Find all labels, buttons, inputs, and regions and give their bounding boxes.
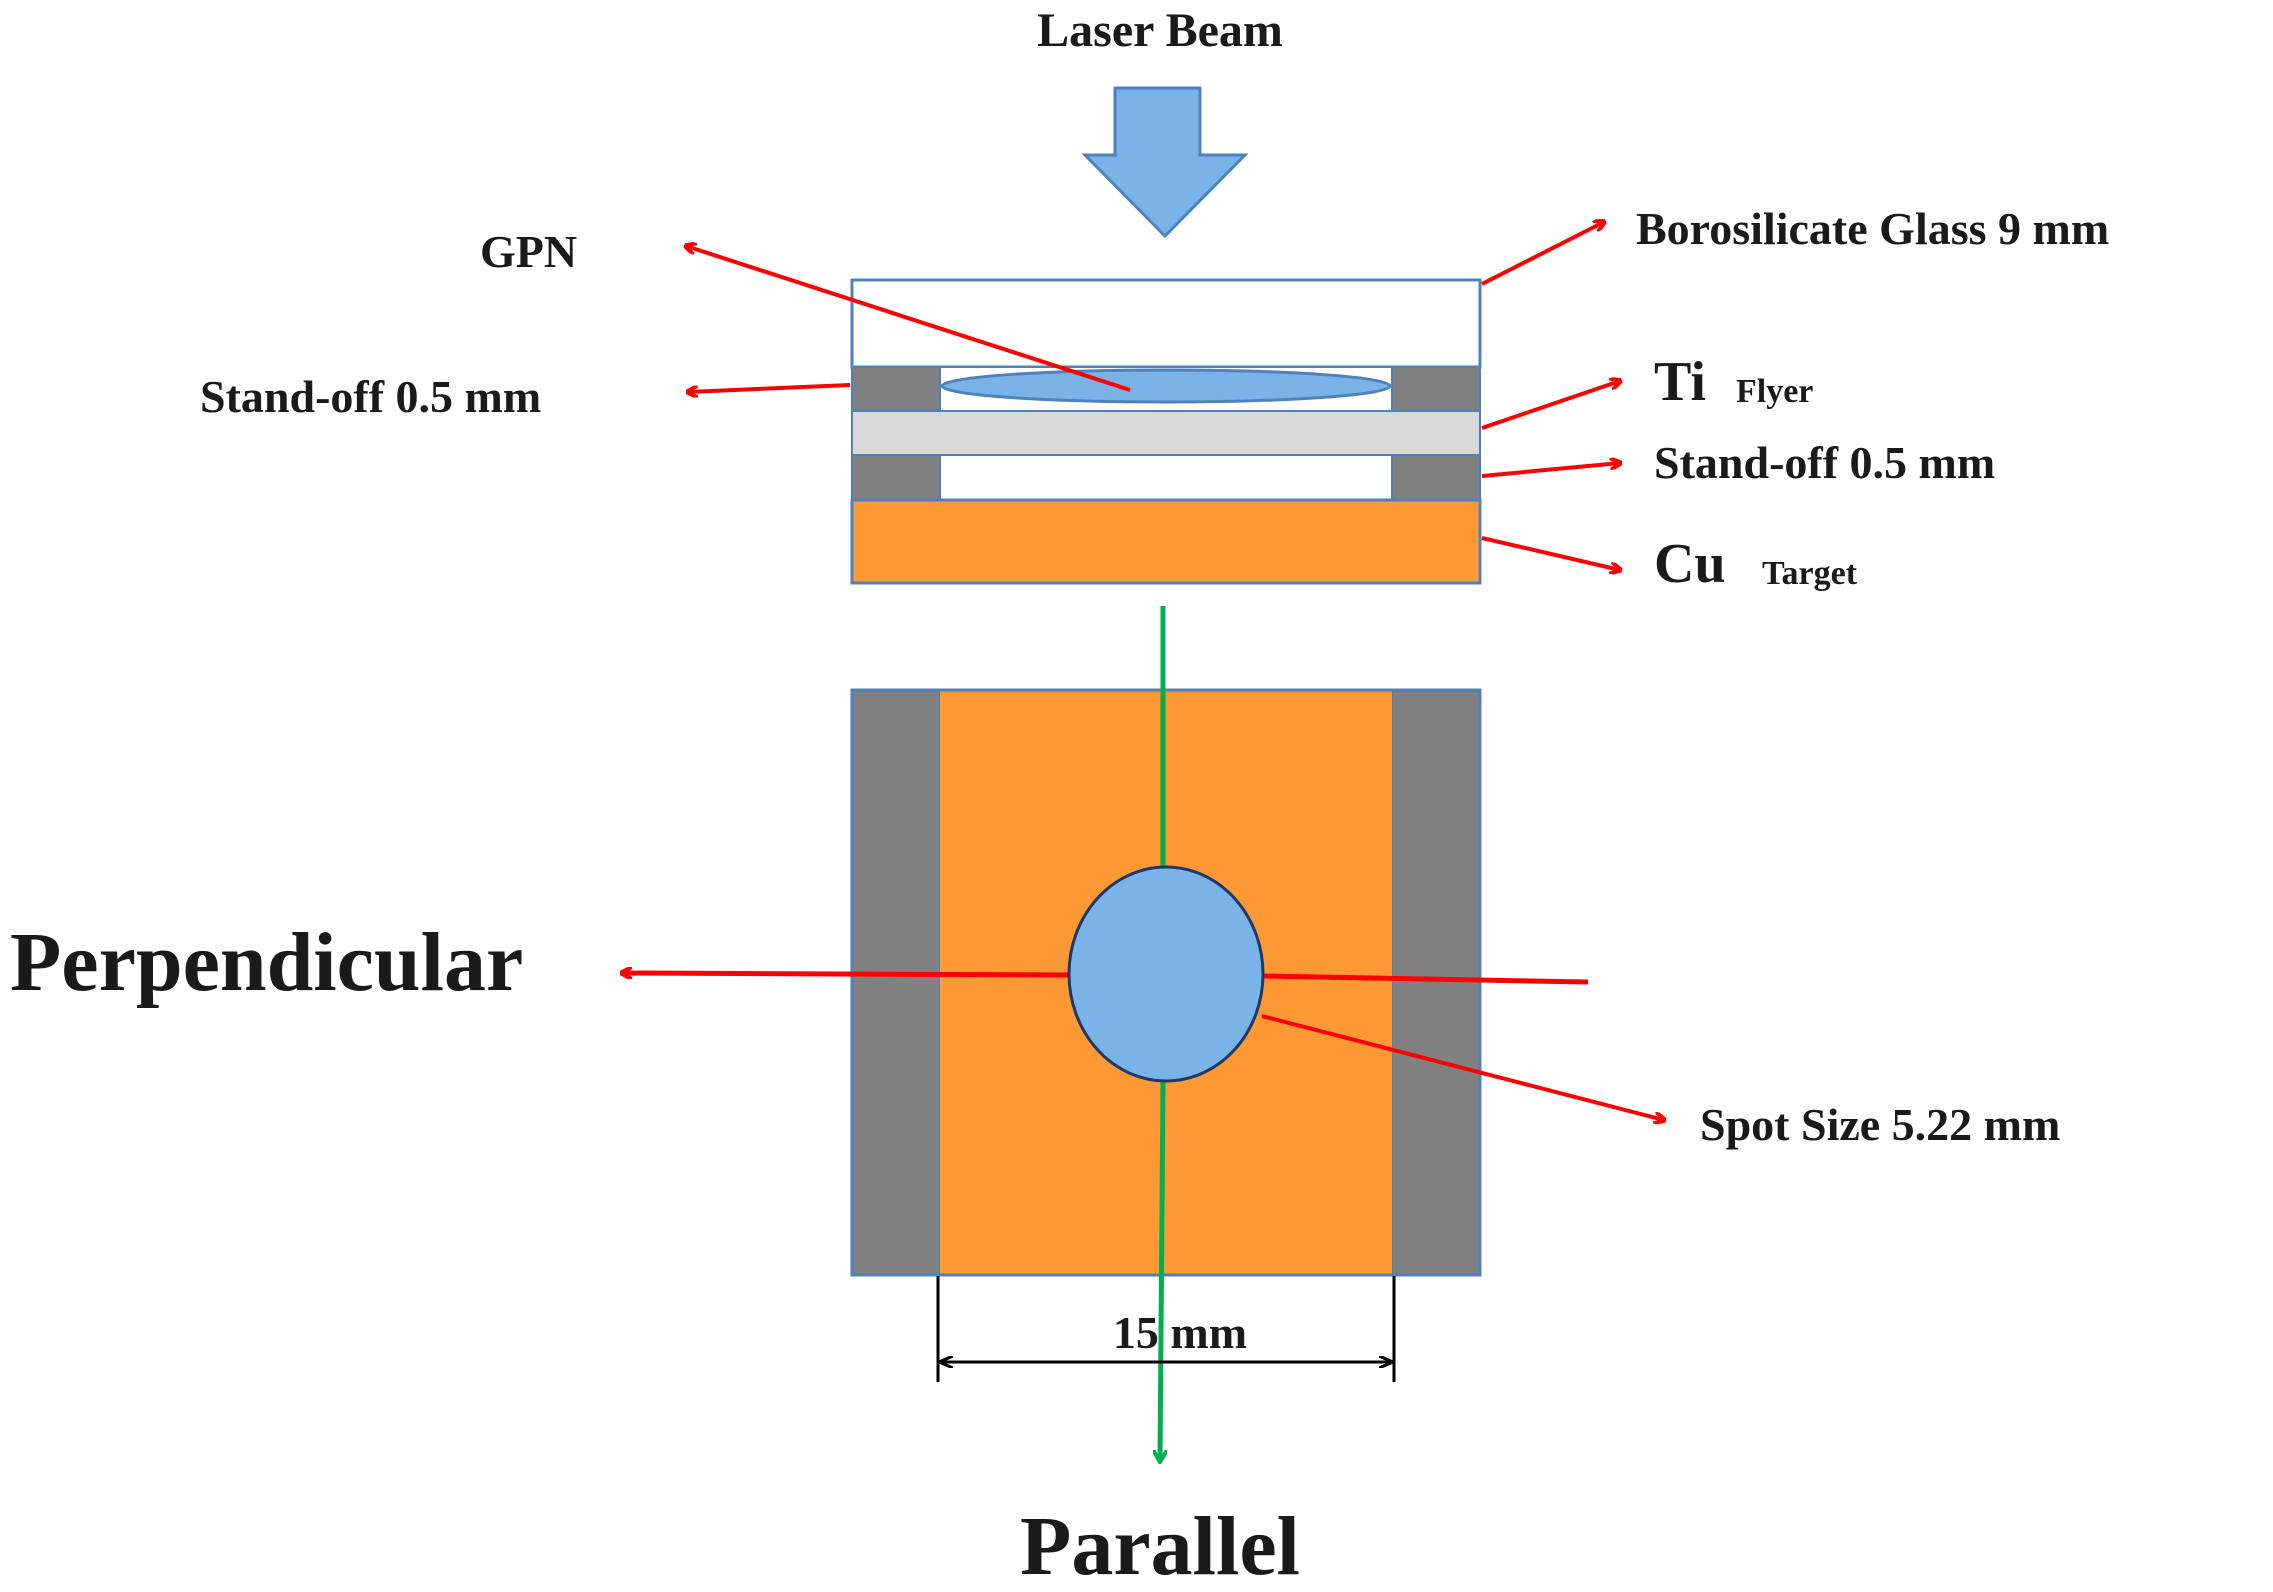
top-view-standoff-right <box>1391 689 1481 1276</box>
standoff-right-label: Stand-off 0.5 mm <box>1654 437 1995 488</box>
standoff-upper-left <box>851 366 941 412</box>
glass-label: Borosilicate Glass 9 mm <box>1636 203 2109 254</box>
cu-target-label: Cu Target <box>1654 533 1858 595</box>
standoff-lower-right <box>1391 454 1481 501</box>
standoff-lower-gap <box>939 454 1393 501</box>
spot-size-leader-arrow <box>1261 1014 1664 1120</box>
perpendicular-axis-left <box>622 973 1069 975</box>
standoff-left-label: Stand-off 0.5 mm <box>200 371 541 422</box>
laser-spot <box>1067 865 1265 1083</box>
glass-leader-arrow <box>1481 222 1604 286</box>
gpn-leader-arrow <box>686 246 1131 392</box>
standoff-lower-left <box>851 454 941 501</box>
gpn-ellipse <box>940 368 1392 404</box>
cu-leader-arrow <box>1481 536 1620 570</box>
perpendicular-label: Perpendicular <box>10 916 523 1009</box>
ti-label-sub: Flyer <box>1736 373 1813 410</box>
borosilicate-glass-layer <box>850 278 1482 369</box>
down-arrow-icon <box>1081 86 1249 239</box>
gpn-label: GPN <box>480 226 577 277</box>
standoff-left-leader-arrow <box>688 383 851 392</box>
parallel-label: Parallel <box>1020 1500 1300 1592</box>
parallel-axis-lower <box>1160 1081 1163 1462</box>
layer-stack <box>850 278 1482 585</box>
standoff-right-leader-arrow <box>1481 463 1620 478</box>
cu-target-layer <box>850 498 1482 585</box>
ti-flyer-label: Ti Flyer <box>1654 351 1813 413</box>
ti-label-main: Ti <box>1654 351 1706 413</box>
laser-beam-label: Laser Beam <box>1037 4 1283 57</box>
spot-size-label: Spot Size 5.22 mm <box>1700 1099 2060 1150</box>
perpendicular-axis-right <box>1263 973 1589 985</box>
cu-label-main: Cu <box>1654 533 1726 595</box>
standoff-upper-right <box>1391 366 1481 412</box>
ti-flyer-layer <box>851 410 1481 456</box>
cu-label-sub: Target <box>1762 555 1858 592</box>
top-view-standoff-left <box>851 689 941 1276</box>
ti-leader-arrow <box>1481 381 1620 430</box>
dimension-label: 15 mm <box>1113 1307 1247 1358</box>
